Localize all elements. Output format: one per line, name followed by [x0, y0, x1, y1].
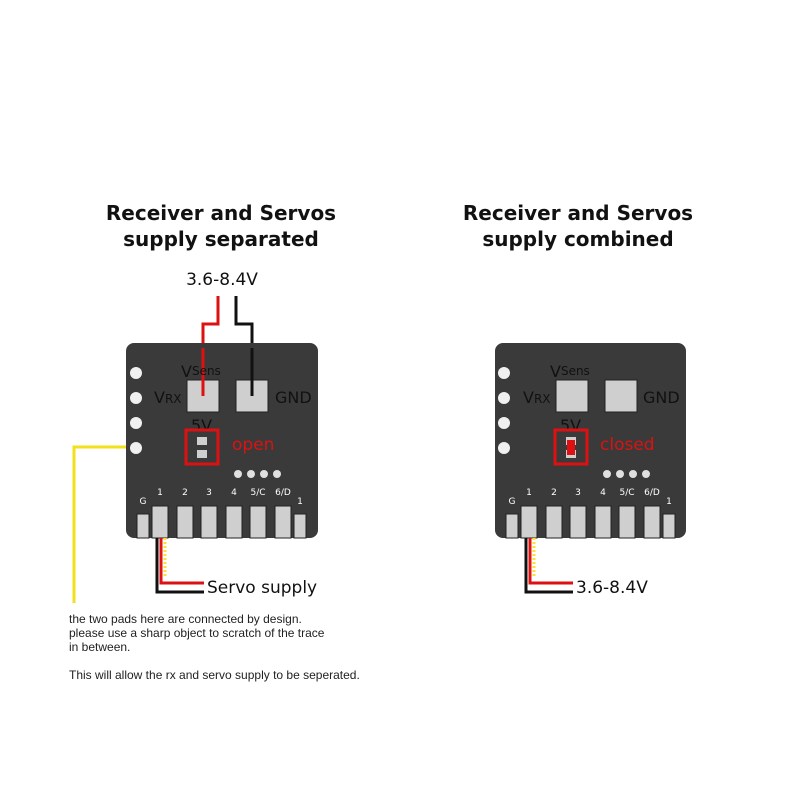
panel-title-line1: Receiver and Servos [463, 201, 693, 225]
note-explanation: This will allow the rx and servo supply … [69, 668, 360, 682]
vrx-label: VRX [523, 388, 551, 407]
board [495, 343, 686, 538]
pin-label: 6/D [275, 488, 291, 498]
pin-1 [151, 505, 169, 539]
pin-label: G [140, 497, 147, 507]
mount-hole [498, 392, 510, 404]
mount-hole [130, 417, 142, 429]
vrx-pad [555, 379, 589, 413]
test-pad [642, 470, 650, 478]
pin-2 [545, 505, 563, 539]
panel-combined: Receiver and Servos supply combined VSen… [463, 201, 693, 598]
vrx-label: VRX [154, 388, 182, 407]
pin-1b [293, 513, 307, 539]
pin-6 [274, 505, 292, 539]
pin-label: 6/D [644, 488, 660, 498]
test-pad [616, 470, 624, 478]
pin-4 [225, 505, 243, 539]
servo-wire-black [524, 538, 573, 594]
jumper-highlight [184, 428, 220, 466]
panel-title-line2: supply separated [123, 227, 319, 251]
jumper-bridge [567, 440, 575, 455]
pin-label: 5/C [619, 488, 634, 498]
vsens-label: VSens [550, 362, 590, 381]
pin-g [505, 513, 519, 539]
mount-hole [498, 442, 510, 454]
bottom-wire-label: Servo supply [207, 578, 317, 598]
pin-2 [176, 505, 194, 539]
jumper-highlight [553, 428, 589, 466]
mount-hole [498, 417, 510, 429]
pin-6 [643, 505, 661, 539]
servo-wire-black [155, 538, 204, 594]
pin-5 [618, 505, 636, 539]
servo-wire-red [159, 538, 204, 585]
panel-separated: Receiver and Servos supply separated 3.6… [106, 201, 336, 598]
pin-label: 3 [575, 488, 581, 498]
gnd-label: GND [643, 388, 680, 407]
pin-3 [200, 505, 218, 539]
bottom-wire-label: 3.6-8.4V [576, 578, 648, 598]
pin-label: 2 [551, 488, 557, 498]
mount-hole [130, 392, 142, 404]
pin-label: 3 [206, 488, 212, 498]
test-pad [273, 470, 281, 478]
pin-3 [569, 505, 587, 539]
pin-label: 1 [157, 488, 163, 498]
fivev-label: 5V [191, 416, 212, 435]
test-pad [603, 470, 611, 478]
pin-1b [662, 513, 676, 539]
panel-title-line2: supply combined [482, 227, 673, 251]
gnd-label: GND [275, 388, 312, 407]
pin-label: 5/C [250, 488, 265, 498]
jumper-state-label: open [232, 435, 274, 455]
pin-label: 1 [666, 497, 672, 507]
servo-wire-red [528, 538, 573, 585]
pin-label: 1 [526, 488, 532, 498]
pin-4 [594, 505, 612, 539]
pin-5 [249, 505, 267, 539]
pin-label: G [509, 497, 516, 507]
test-pad [234, 470, 242, 478]
gnd-pad [604, 379, 638, 413]
top-wire-label: 3.6-8.4V [186, 270, 258, 290]
fivev-label: 5V [560, 416, 581, 435]
jumper-state-label: closed [600, 435, 655, 455]
test-pad [260, 470, 268, 478]
test-pad [629, 470, 637, 478]
mount-hole [130, 442, 142, 454]
vsens-label: VSens [181, 362, 221, 381]
test-pad [247, 470, 255, 478]
note-instructions: the two pads here are connected by desig… [69, 612, 325, 654]
pin-label: 4 [600, 488, 606, 498]
jumper-pad-top [197, 437, 207, 445]
pin-label: 1 [297, 497, 303, 507]
callout-note: the two pads here are connected by desig… [69, 612, 409, 682]
mount-hole [130, 367, 142, 379]
board [126, 343, 318, 538]
pin-1 [520, 505, 538, 539]
jumper-pad-bottom [197, 450, 207, 458]
pin-label: 2 [182, 488, 188, 498]
pin-g [136, 513, 150, 539]
mount-hole [498, 367, 510, 379]
pin-label: 4 [231, 488, 237, 498]
panel-title-line1: Receiver and Servos [106, 201, 336, 225]
